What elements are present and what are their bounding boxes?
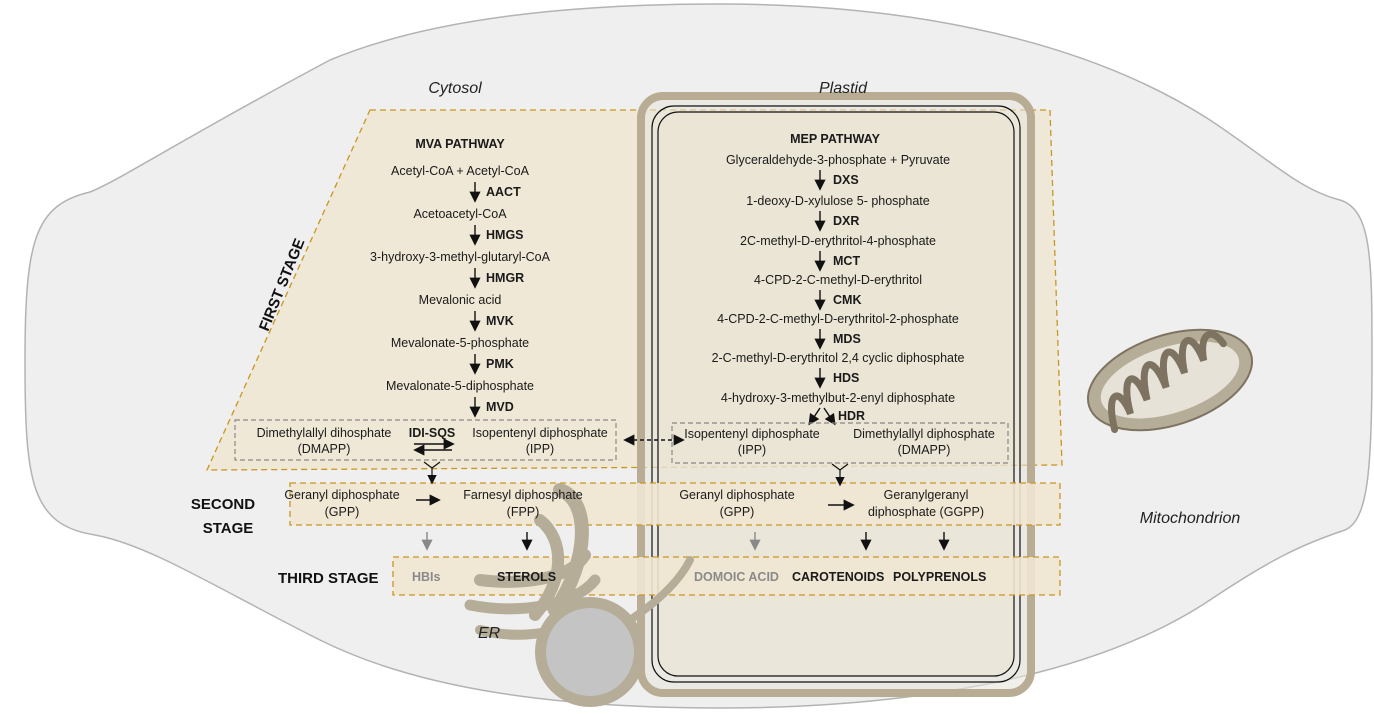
mep-enzyme: DXR — [833, 214, 859, 228]
idi-sqs-enzyme: IDI-SQS — [409, 426, 456, 440]
mva-metabolite: Mevalonate-5-phosphate — [391, 336, 529, 350]
mva-enzyme: MVK — [486, 314, 514, 328]
cyto-ipp-abbr: (IPP) — [526, 442, 554, 456]
plastid-ggpp-1: Geranylgeranyl — [884, 488, 969, 502]
cyto-fpp: Farnesyl diphosphate — [463, 488, 583, 502]
mva-enzyme: PMK — [486, 357, 514, 371]
mep-enzyme: HDR — [838, 409, 865, 423]
mva-metabolite: Mevalonate-5-diphosphate — [386, 379, 534, 393]
cyto-gpp-abbr: (GPP) — [325, 505, 360, 519]
product-domoic-acid: DOMOIC ACID — [694, 570, 779, 584]
mep-enzyme: MDS — [833, 332, 861, 346]
mep-metabolite: 4-hydroxy-3-methylbut-2-enyl diphosphate — [721, 391, 955, 405]
mva-enzyme: MVD — [486, 400, 514, 414]
mitochondrion-label: Mitochondrion — [1140, 510, 1241, 527]
second-to-third-arrows — [421, 532, 950, 551]
mep-arrows — [808, 170, 836, 426]
nucleus — [535, 597, 645, 707]
cyto-dmapp-abbr: (DMAPP) — [298, 442, 351, 456]
plastid-ggpp-2: diphosphate (GGPP) — [868, 505, 984, 519]
product-hbis: HBIs — [412, 570, 441, 584]
cyto-dmapp-name: Dimethylallyl dihosphate — [257, 426, 392, 440]
second-stage-band — [289, 482, 1061, 526]
mep-enzyme: DXS — [833, 173, 859, 187]
mva-enzyme: HMGR — [486, 271, 524, 285]
mep-enzyme: MCT — [833, 254, 860, 268]
cyto-fpp-abbr: (FPP) — [507, 505, 540, 519]
cyto-isoprene-box — [234, 419, 617, 461]
mep-metabolite: 4-CPD-2-C-methyl-D-erythritol — [754, 273, 922, 287]
plastid-ipp-name: Isopentenyl diphosphate — [684, 427, 820, 441]
mep-metabolite: 4-CPD-2-C-methyl-D-erythritol-2-phosphat… — [717, 312, 959, 326]
plastid-gpp: Geranyl diphosphate — [679, 488, 794, 502]
product-sterols: STEROLS — [497, 570, 556, 584]
mva-metabolite: 3-hydroxy-3-methyl-glutaryl-CoA — [370, 250, 551, 264]
mep-metabolite: 1-deoxy-D-xylulose 5- phosphate — [746, 194, 929, 208]
cytosol-label: Cytosol — [428, 80, 482, 97]
mva-enzyme: AACT — [486, 185, 521, 199]
mep-title: MEP PATHWAY — [790, 132, 880, 146]
mitochondrion — [1086, 328, 1254, 434]
er-label: ER — [478, 625, 501, 642]
cyto-ipp-name: Isopentenyl diphosphate — [472, 426, 608, 440]
plastid-isoprene-box — [671, 422, 1009, 464]
mep-enzyme: HDS — [833, 371, 859, 385]
product-carotenoids: CAROTENOIDS — [792, 570, 884, 584]
endoplasmic-reticulum — [464, 483, 694, 640]
mva-metabolite: Acetoacetyl-CoA — [413, 207, 507, 221]
third-stage-band — [392, 556, 1061, 596]
plastid-dmapp-abbr: (DMAPP) — [898, 443, 951, 457]
mep-metabolite: Glyceraldehyde-3-phosphate + Pyruvate — [726, 153, 950, 167]
merge-arrows — [423, 461, 849, 487]
mva-enzyme: HMGS — [486, 228, 524, 242]
mva-metabolite: Acetyl-CoA + Acetyl-CoA — [391, 164, 530, 178]
cyto-gpp: Geranyl diphosphate — [284, 488, 399, 502]
equilibrium-arrows — [413, 438, 455, 456]
mep-metabolite: 2-C-methyl-D-erythritol 2,4 cyclic dipho… — [712, 351, 965, 365]
second-stage-label-2: STAGE — [203, 520, 254, 537]
mep-metabolite: 2C-methyl-D-erythritol-4-phosphate — [740, 234, 936, 248]
third-stage-label: THIRD STAGE — [278, 570, 379, 587]
mva-title: MVA PATHWAY — [415, 137, 505, 151]
second-stage-label-1: SECOND — [191, 496, 255, 513]
plastid-inner-envelope-2 — [657, 111, 1015, 677]
plastid-inner-envelope — [651, 105, 1021, 683]
mep-enzyme: CMK — [833, 293, 861, 307]
plastid-label: Plastid — [819, 80, 868, 97]
plastid-gpp-abbr: (GPP) — [720, 505, 755, 519]
plastid-ipp-abbr: (IPP) — [738, 443, 766, 457]
mva-metabolite: Mevalonic acid — [419, 293, 502, 307]
product-polyprenols: POLYPRENOLS — [893, 570, 986, 584]
plastid-dmapp-name: Dimethylallyl diphosphate — [853, 427, 995, 441]
